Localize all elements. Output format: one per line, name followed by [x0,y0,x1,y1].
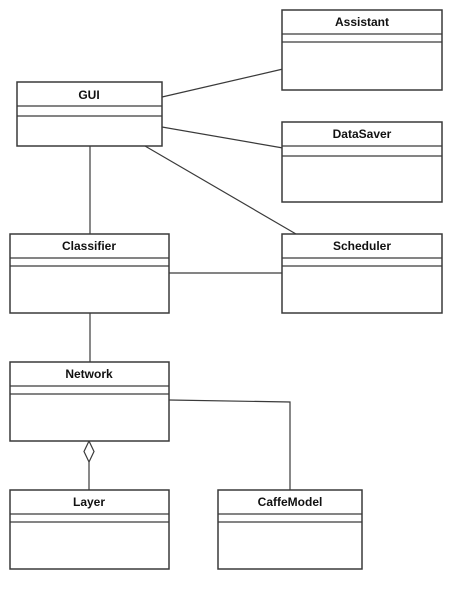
aggregation-diamond [83,439,95,464]
class-name-datasaver: DataSaver [333,127,392,141]
assoc-gui-assistant [161,68,284,98]
class-caffemodel[interactable]: CaffeModel [217,489,363,570]
class-name-layer: Layer [73,495,105,509]
class-name-scheduler: Scheduler [333,239,391,253]
assoc-network-caffemodel [168,399,291,490]
associations [83,68,297,490]
class-scheduler[interactable]: Scheduler [281,233,443,314]
class-gui[interactable]: GUI [16,81,163,147]
assoc-gui-scheduler [144,145,297,235]
class-name-classifier: Classifier [62,239,116,253]
class-name-caffemodel: CaffeModel [258,495,323,509]
class-name-gui: GUI [78,88,99,102]
class-classifier[interactable]: Classifier [9,233,170,314]
assoc-gui-datasaver [161,126,284,149]
class-assistant[interactable]: Assistant [281,9,443,91]
class-network[interactable]: Network [9,361,170,442]
class-datasaver[interactable]: DataSaver [281,121,443,203]
class-layer[interactable]: Layer [9,489,170,570]
class-name-assistant: Assistant [335,15,389,29]
class-name-network: Network [65,367,113,381]
